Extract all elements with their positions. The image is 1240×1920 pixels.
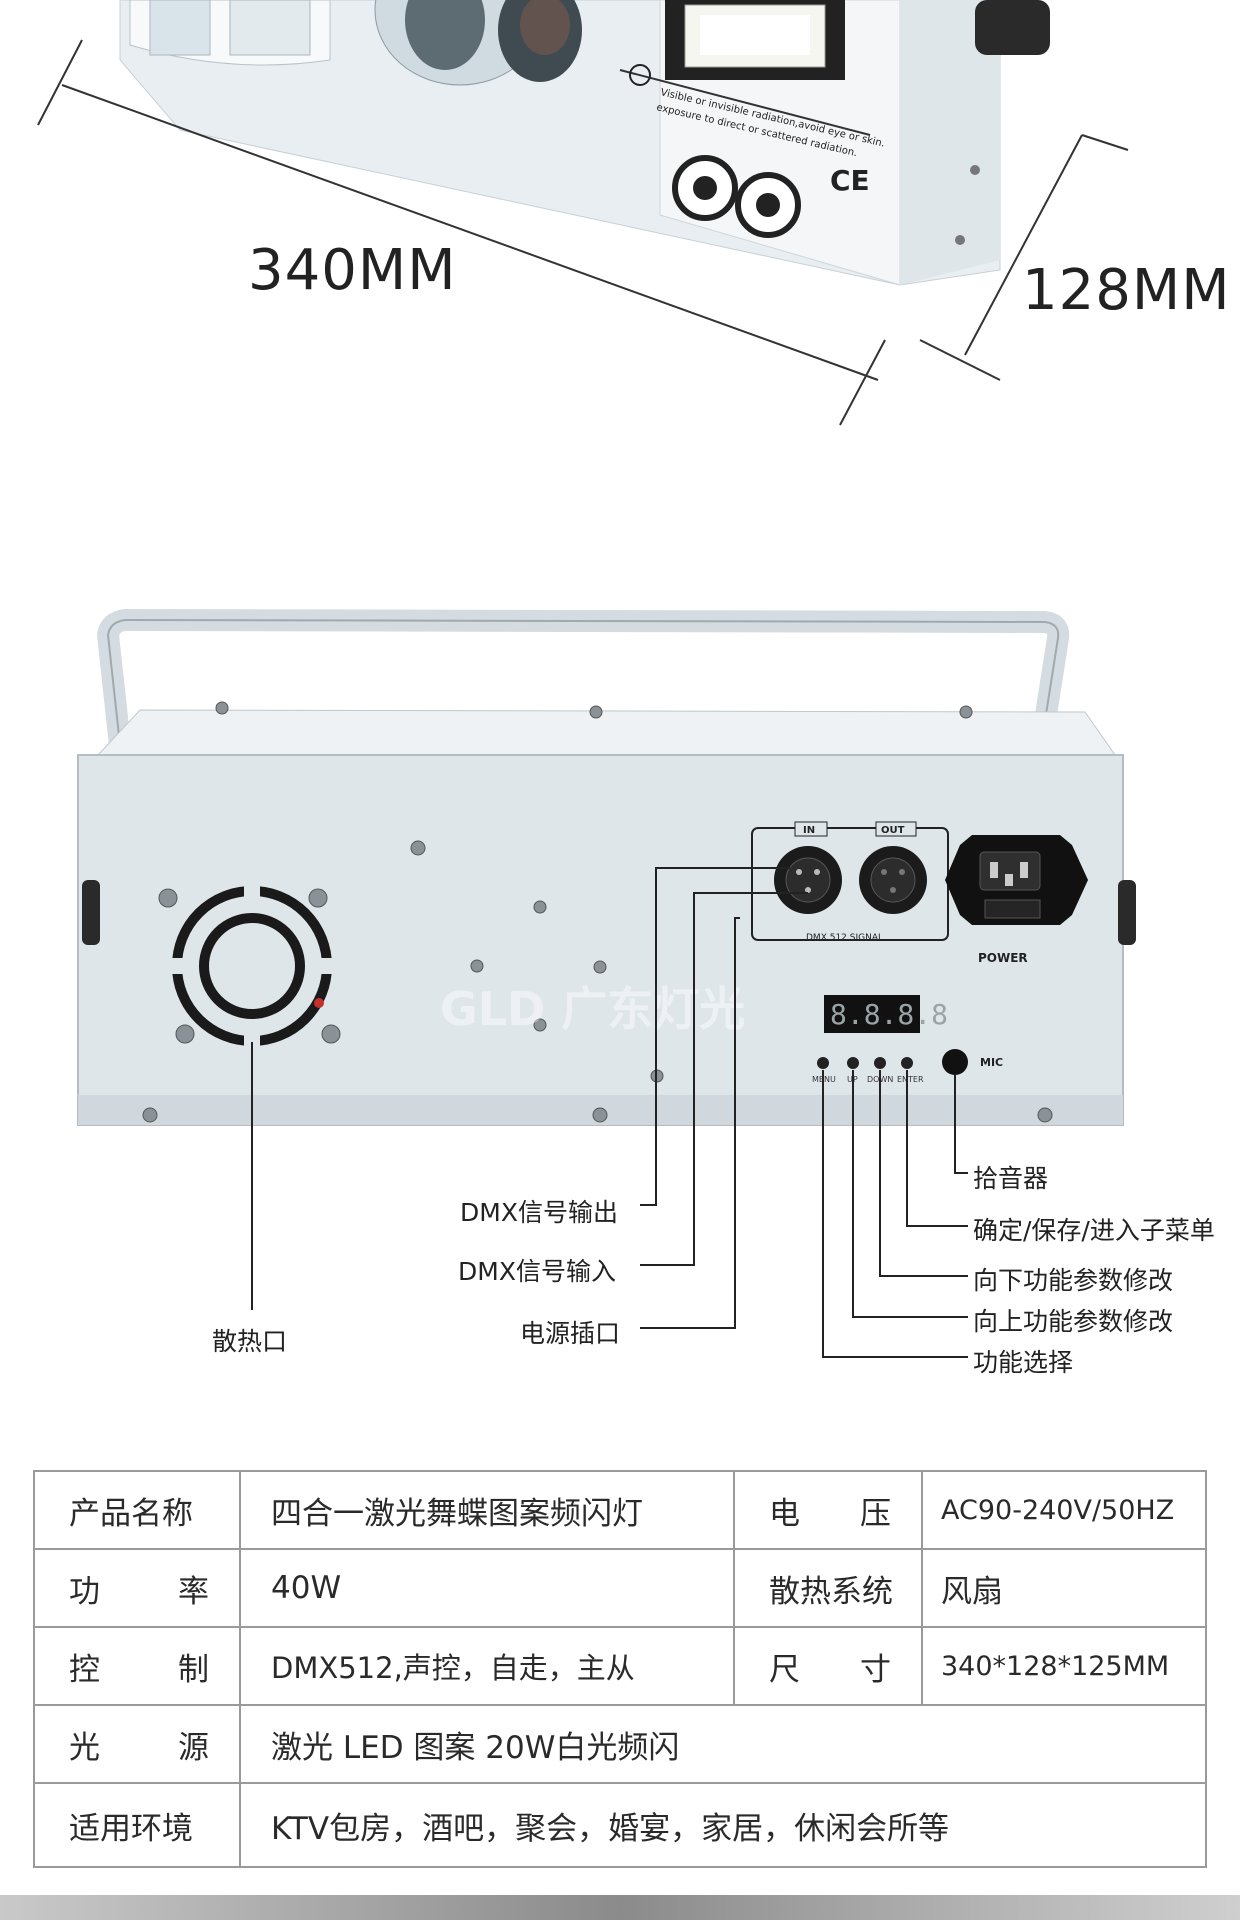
value-light-source: 激光 LED 图案 20W白光频闪	[239, 1704, 1207, 1784]
value-application: KTV包房，酒吧，聚会，婚宴，家居，休闲会所等	[239, 1782, 1207, 1868]
table-row: 产品名称 四合一激光舞蝶图案频闪灯 电压 AC90-240V/50HZ	[33, 1470, 1207, 1550]
callout-microphone: 拾音器	[973, 1164, 1049, 1193]
table-row: 控制 DMX512,声控，自走，主从 尺寸 340*128*125MM	[33, 1626, 1207, 1706]
callout-heat-vent: 散热口	[212, 1327, 288, 1356]
value-cooling: 风扇	[921, 1548, 1207, 1628]
callout-dmx-output: DMX信号输出	[460, 1198, 618, 1227]
label-cooling: 散热系统	[733, 1548, 923, 1628]
table-row: 光源 激光 LED 图案 20W白光频闪	[33, 1704, 1207, 1784]
callout-up-button: 向上功能参数修改	[973, 1307, 1174, 1336]
value-control: DMX512,声控，自走，主从	[239, 1626, 735, 1706]
label-light-source: 光源	[33, 1704, 241, 1784]
footer-gradient-bar	[0, 1895, 1240, 1920]
dmx-in-label: IN	[803, 825, 815, 836]
depth-dimension-label: 128MM	[1022, 258, 1231, 323]
watermark: GLD 广东灯光	[440, 982, 745, 1036]
enter-button	[901, 1057, 913, 1069]
mic-sensor	[942, 1049, 968, 1075]
callout-leader-lines	[251, 867, 968, 1358]
callout-menu-button: 功能选择	[973, 1348, 1074, 1377]
value-power: 40W	[239, 1548, 735, 1628]
back-panel-photo: IN OUT DMX 512 SIGNAL POWER GLD 广东灯光 8.8…	[77, 608, 1136, 1358]
value-product-name: 四合一激光舞蝶图案频闪灯	[239, 1470, 735, 1550]
strobe-window	[665, 0, 845, 80]
mic-label: MIC	[980, 1056, 1003, 1069]
callout-down-button: 向下功能参数修改	[973, 1266, 1174, 1295]
svg-text:ENTER: ENTER	[897, 1075, 924, 1084]
label-control: 控制	[33, 1626, 241, 1706]
fixture-front-body: Visible or invisible radiation,avoid eye…	[119, 0, 1050, 286]
front-product-photo: Visible or invisible radiation,avoid eye…	[37, 0, 1129, 426]
label-size: 尺寸	[733, 1626, 923, 1706]
led-display	[824, 995, 920, 1033]
down-button	[874, 1057, 886, 1069]
label-voltage: 电压	[733, 1470, 923, 1550]
value-voltage: AC90-240V/50HZ	[921, 1470, 1207, 1550]
value-size: 340*128*125MM	[921, 1626, 1207, 1706]
table-row: 功率 40W 散热系统 风扇	[33, 1548, 1207, 1628]
back-panel-body	[77, 754, 1124, 1126]
spec-table: 产品名称 四合一激光舞蝶图案频闪灯 电压 AC90-240V/50HZ 功率 4…	[33, 1470, 1207, 1868]
menu-button	[817, 1057, 829, 1069]
label-application: 适用环境	[33, 1782, 241, 1868]
width-dimension-label: 340MM	[248, 238, 457, 303]
dmx-signal-label: DMX 512 SIGNAL	[806, 933, 883, 943]
up-button	[847, 1057, 859, 1069]
callout-power-socket: 电源插口	[520, 1319, 621, 1348]
adjust-knob	[975, 0, 1050, 55]
label-power: 功率	[33, 1548, 241, 1628]
ce-mark: CE	[830, 164, 870, 197]
power-label: POWER	[978, 951, 1028, 965]
led-display-digits: 8.8.8.8	[830, 998, 948, 1031]
callout-dmx-input: DMX信号输入	[458, 1257, 616, 1286]
callout-enter-button: 确定/保存/进入子菜单	[973, 1216, 1215, 1245]
dimension-lines	[37, 39, 1129, 426]
label-product-name: 产品名称	[33, 1470, 241, 1550]
lens-cluster	[129, 0, 582, 86]
dmx-out-label: OUT	[881, 825, 905, 836]
table-row: 适用环境 KTV包房，酒吧，聚会，婚宴，家居，休闲会所等	[33, 1782, 1207, 1868]
